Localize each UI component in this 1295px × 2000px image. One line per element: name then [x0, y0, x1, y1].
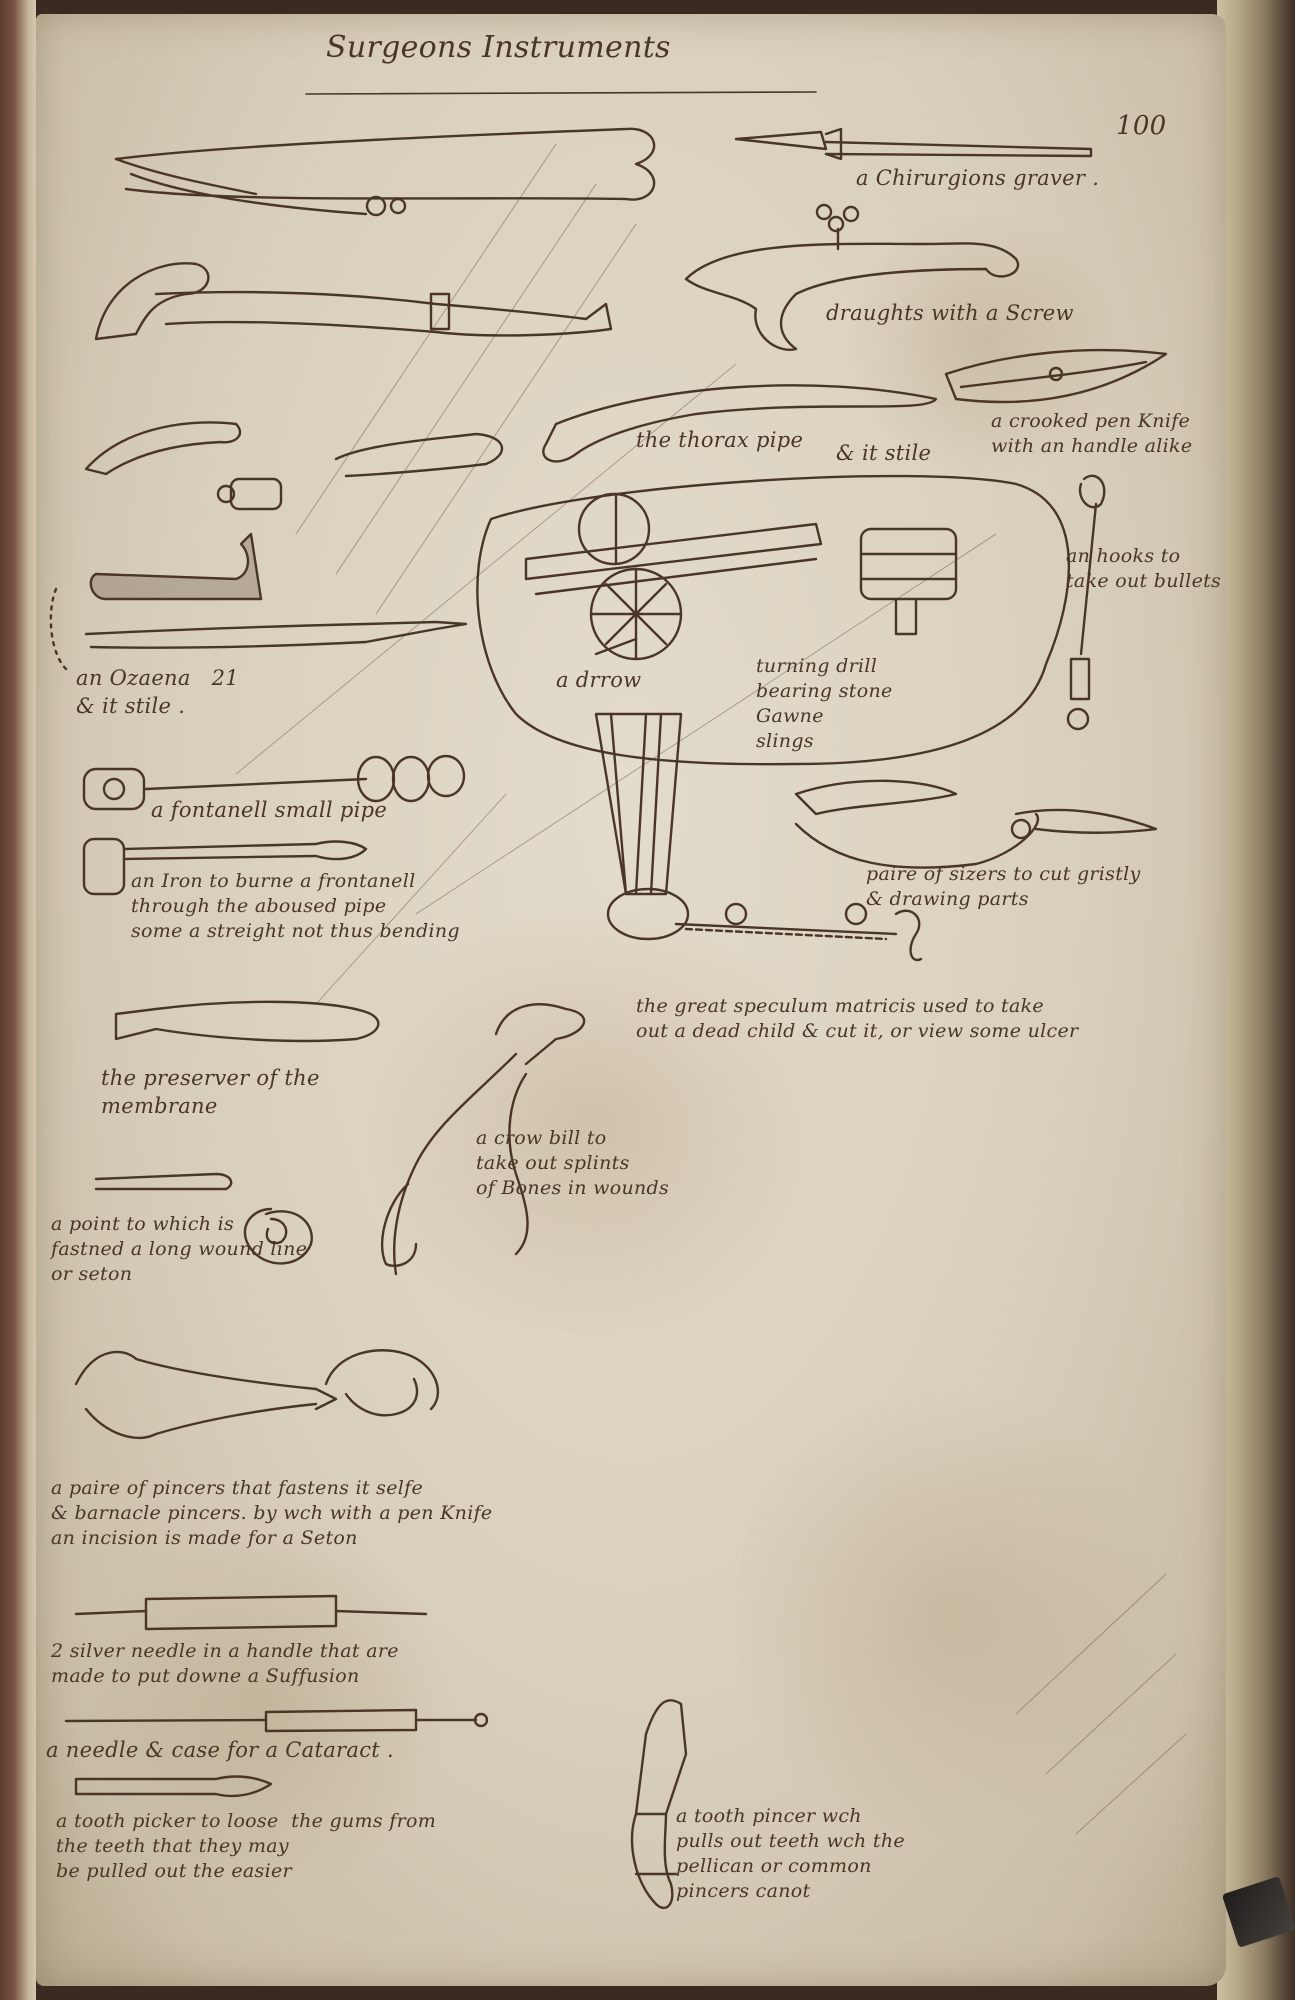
- label-scissors: paire of sizers to cut gristly & drawing…: [866, 863, 1141, 910]
- scissors-sketch: [794, 779, 1158, 869]
- crow-bill-sketch: [380, 1003, 586, 1276]
- draughts-sketch: [684, 203, 1020, 351]
- label-it-stile-1: & it stile: [836, 441, 932, 465]
- label-needle-case: a needle & case for a Cataract .: [46, 1738, 394, 1762]
- pelican-sketch: [94, 262, 613, 341]
- label-pincers: a paire of pincers that fastens it selfe…: [51, 1477, 493, 1549]
- title-underline: [305, 91, 817, 95]
- label-silver-needle: 2 silver needle in a handle that are mad…: [51, 1640, 399, 1687]
- label-chirurgions-graver: a Chirurgions graver .: [856, 166, 1100, 190]
- label-thorax-pipe: the thorax pipe: [636, 428, 804, 452]
- label-speculum-matricis: the great speculum matricis used to take…: [636, 995, 1079, 1042]
- label-hooks: an hooks to take out bullets: [1066, 545, 1222, 592]
- label-membrane-preserver: the preserver of the membrane: [101, 1066, 320, 1118]
- pincers-sketch: [74, 1349, 440, 1439]
- book-page-edges-right: [1217, 0, 1295, 2000]
- hooks-sketch: [1066, 474, 1106, 731]
- label-crooked-pen-knife: a crooked pen Knife with an handle alike: [991, 410, 1193, 457]
- label-tooth-picker: a tooth picker to loose the gums from th…: [56, 1810, 437, 1882]
- label-fontanell-pipe: a fontanell small pipe: [151, 798, 388, 822]
- needle-case-sketch: [64, 1708, 489, 1733]
- speculum-sketch: [594, 712, 923, 962]
- manuscript-page: Surgeons Instruments 100 a Chirurgions g…: [36, 14, 1226, 1986]
- cautery-iron-sketch: [82, 837, 368, 896]
- bent-iron-sketch: [49, 532, 468, 671]
- tooth-pincer-sketch: [630, 1699, 688, 1910]
- label-crow-bill: a crow bill to take out splints of Bones…: [476, 1127, 670, 1199]
- instrument-sketches: [49, 91, 1187, 1910]
- turning-drill-sketch: [476, 474, 1071, 766]
- label-turning-drill: turning drill bearing stone Gawne slings: [756, 655, 893, 752]
- membrane-preserver-sketch: [114, 1000, 380, 1043]
- page-number: 100: [1116, 111, 1167, 141]
- label-iron-to-burne: an Iron to burne a frontanell through th…: [131, 870, 460, 942]
- label-ozaena: an Ozaena 21 & it stile .: [76, 666, 239, 718]
- thorax-pipe-sketch: [542, 384, 938, 463]
- curved-tool-sketch: [84, 421, 504, 511]
- label-draughts-with-screw: draughts with a Screw: [826, 301, 1074, 325]
- label-arrow: a drrow: [556, 668, 642, 692]
- forceps-sketch: [114, 127, 656, 217]
- graver-sketch: [734, 127, 1093, 161]
- point-seton-sketch: [94, 1172, 313, 1265]
- stray-pen-lines: [235, 143, 1187, 1835]
- label-tooth-pincer: a tooth pincer wch pulls out teeth wch t…: [676, 1805, 905, 1902]
- label-point-seton: a point to which is fastned a long wound…: [51, 1213, 308, 1285]
- page-title: Surgeons Instruments: [326, 30, 671, 65]
- book-binding-left: [0, 0, 36, 2000]
- silver-needle-sketch: [74, 1594, 428, 1631]
- fontanell-pipe-sketch: [82, 754, 466, 811]
- tooth-picker-sketch: [74, 1775, 273, 1798]
- pen-knife-sketch: [944, 348, 1168, 404]
